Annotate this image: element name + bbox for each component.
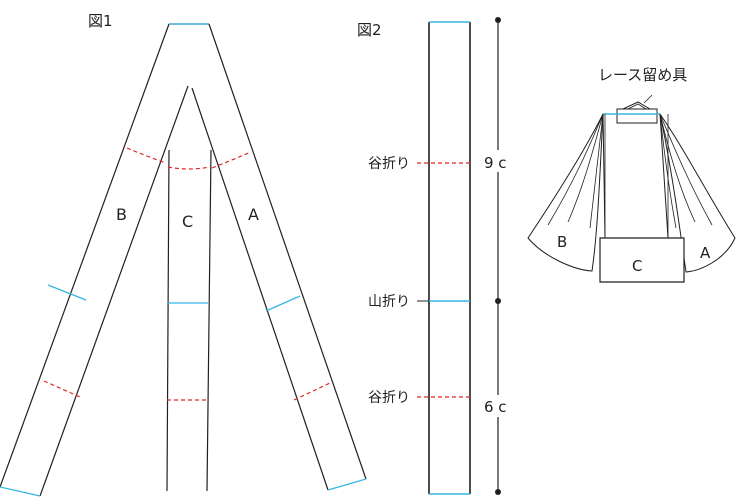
fold-label-mountain: 山折り	[368, 294, 410, 310]
fold-label-valley-upper: 谷折り	[368, 156, 410, 172]
strip-b-label: B	[116, 205, 127, 224]
lace-clasp-icon	[616, 94, 658, 124]
clasp-leader-line	[643, 94, 653, 104]
strip-c	[166, 149, 212, 492]
figure-1-title: 図1	[88, 12, 113, 30]
measure-lower: 6 c	[484, 398, 507, 416]
piece-c-label: C	[632, 257, 642, 275]
piece-a	[659, 113, 736, 273]
figure-2-title: 図2	[357, 21, 382, 39]
dimension-dot-top	[495, 17, 501, 23]
strip-a-label: A	[248, 205, 259, 224]
strip-a-mountain-fold	[265, 295, 301, 312]
figure-1: 図1 B C	[0, 12, 367, 497]
figure-2: 図2 谷折り 山折り 谷折り 9 c 6 c	[357, 17, 518, 495]
strip-a	[169, 23, 367, 491]
strip-a-valley-fold-upper	[211, 151, 252, 169]
measure-upper: 9 c	[484, 154, 507, 172]
piece-c	[599, 237, 685, 283]
strip-b	[0, 23, 189, 497]
strip-a-end	[327, 478, 367, 491]
figure-3: レース留め具 B C A	[527, 66, 736, 283]
strip-b-mountain-fold	[47, 284, 87, 301]
fold-label-valley-lower: 谷折り	[368, 390, 410, 406]
dimension-dot-middle	[495, 298, 501, 304]
piece-b-label: B	[557, 233, 567, 251]
strip-c-label: C	[182, 212, 193, 231]
strip-c-valley-fold-upper	[167, 166, 211, 170]
dimension-dot-bottom	[495, 489, 501, 495]
strip-a-valley-fold-lower	[293, 381, 333, 401]
strip-b-valley-fold-lower	[43, 380, 81, 398]
strip-b-end	[0, 486, 41, 497]
strip-b-valley-fold-upper	[126, 147, 167, 164]
clasp-callout: レース留め具	[598, 66, 687, 84]
piece-b	[527, 113, 604, 272]
piece-a-label: A	[700, 244, 711, 262]
